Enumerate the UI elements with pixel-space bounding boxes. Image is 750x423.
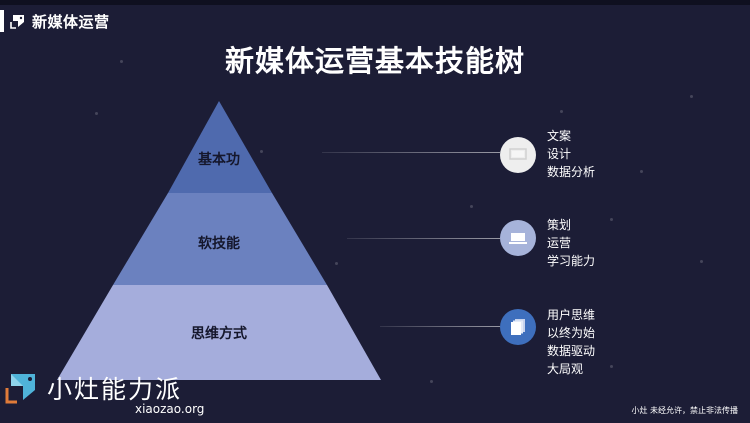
skill-icon-circle bbox=[500, 220, 536, 256]
watermark-name: 小灶能力派 bbox=[47, 375, 183, 404]
brand-accent-bar bbox=[0, 10, 4, 32]
pyramid-tier-bottom bbox=[57, 285, 381, 380]
skill-item: 文案 bbox=[547, 129, 572, 143]
skill-item: 设计 bbox=[547, 147, 572, 161]
connector-line bbox=[322, 152, 500, 153]
skill-item: 运营 bbox=[547, 236, 572, 250]
skill-item: 策划 bbox=[547, 218, 572, 232]
pyramid-tier-middle bbox=[113, 193, 327, 285]
brand-header: 新媒体运营 bbox=[0, 10, 110, 32]
top-bar bbox=[0, 0, 750, 5]
skill-item: 学习能力 bbox=[547, 254, 596, 268]
documents-icon bbox=[511, 319, 525, 335]
skill-icon-circle bbox=[500, 137, 536, 173]
watermark: 小灶能力派 bbox=[5, 370, 182, 406]
watermark-url: xiaozao.org bbox=[135, 402, 205, 416]
tier-label-mindset: 思维方式 bbox=[191, 326, 247, 342]
skill-list-soft: 策划 运营 学习能力 bbox=[547, 216, 595, 270]
skill-item: 大局观 bbox=[547, 362, 584, 376]
skill-icon-circle bbox=[500, 309, 536, 345]
tier-label-basic: 基本功 bbox=[198, 152, 240, 168]
skill-item: 数据分析 bbox=[547, 165, 596, 179]
brand-logo-icon bbox=[10, 15, 24, 29]
connector-line bbox=[347, 238, 500, 239]
brand-label: 新媒体运营 bbox=[32, 12, 110, 31]
skill-item: 以终为始 bbox=[547, 326, 596, 340]
page-title: 新媒体运营基本技能树 bbox=[224, 44, 525, 78]
copyright-notice: 小灶 未经允许，禁止非法传播 bbox=[631, 406, 738, 415]
laptop-icon bbox=[509, 233, 527, 244]
skill-item: 数据驱动 bbox=[547, 344, 596, 358]
monitor-icon bbox=[509, 148, 527, 160]
skill-item: 用户思维 bbox=[547, 308, 596, 322]
tier-label-soft-skills: 软技能 bbox=[198, 236, 240, 252]
connector-line bbox=[380, 326, 500, 327]
skill-list-basic: 文案 设计 数据分析 bbox=[547, 127, 595, 181]
pyramid-tier-top bbox=[168, 101, 272, 193]
skill-list-mindset: 用户思维 以终为始 数据驱动 大局观 bbox=[547, 306, 595, 378]
watermark-logo-icon bbox=[5, 374, 35, 404]
